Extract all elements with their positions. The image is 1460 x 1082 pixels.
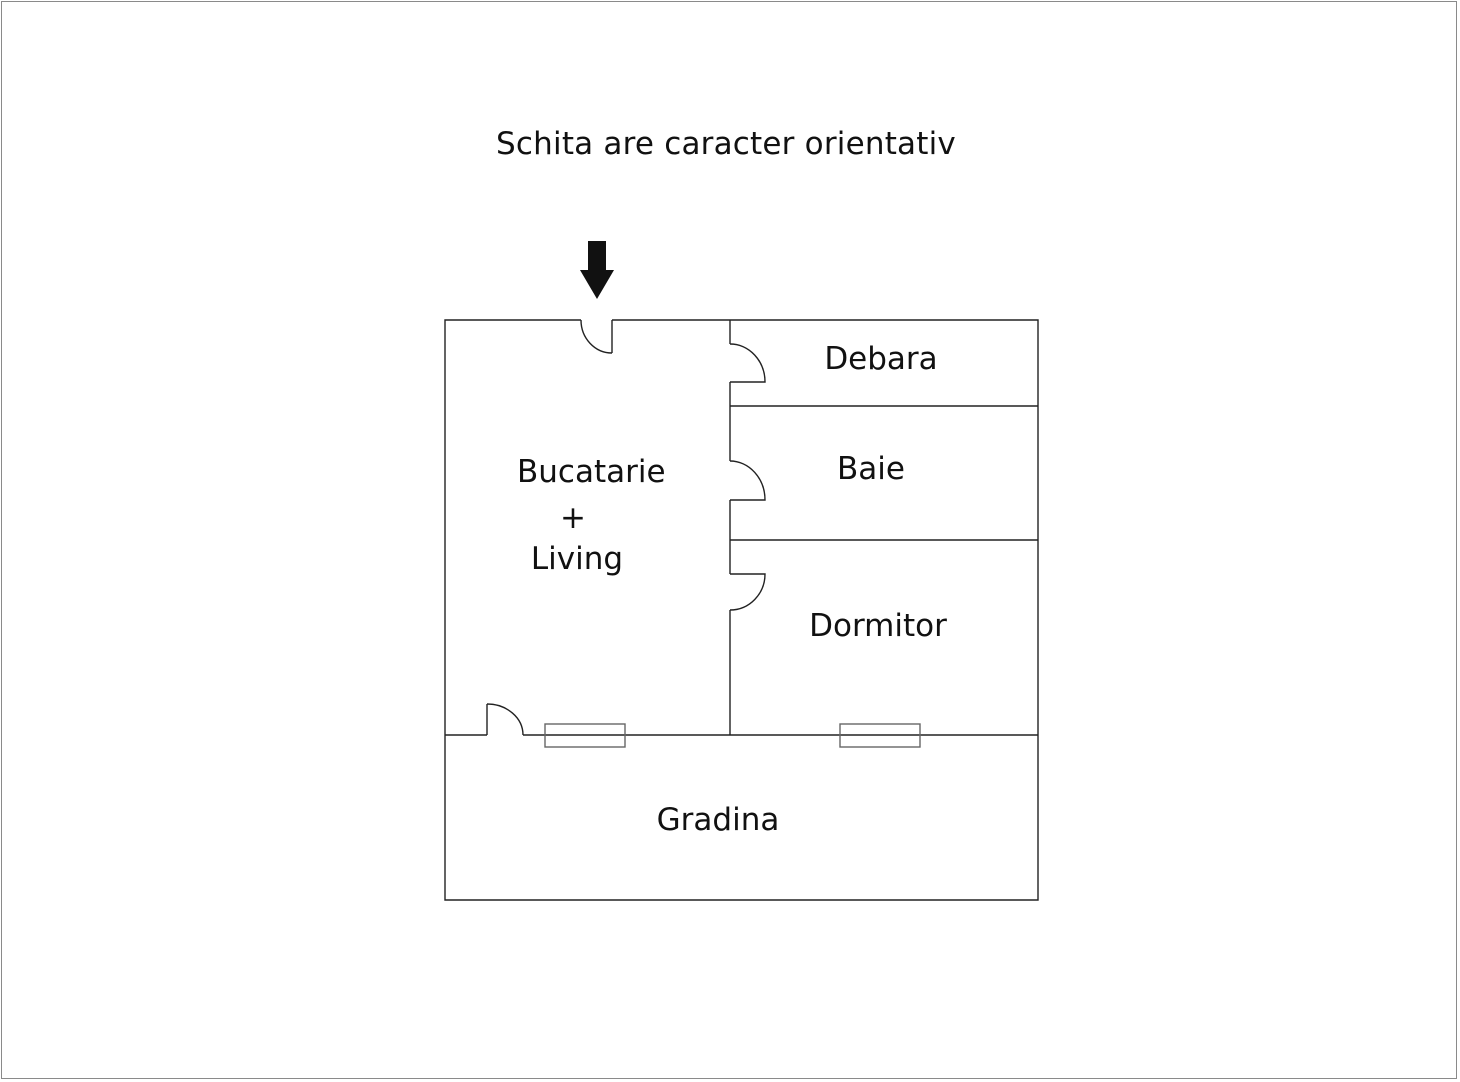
garden-wall (445, 703, 1038, 736)
room-label-baie: Baie (837, 451, 905, 487)
outer-walls (444, 319, 1039, 901)
window-living (544, 723, 626, 748)
room-label-bucatarie: Bucatarie (517, 454, 666, 490)
room-label-dormitor: Dormitor (809, 608, 947, 644)
dormitor-door (729, 573, 766, 611)
room-label-debara: Debara (824, 341, 938, 377)
entrance-door (580, 319, 613, 354)
window-dormitor (839, 723, 921, 748)
plan-title: Schita are caracter orientativ (496, 126, 956, 162)
room-label-plus: + (560, 500, 586, 536)
room-label-living: Living (530, 541, 624, 577)
debara-door (729, 343, 766, 383)
baie-door (729, 460, 766, 501)
garden-door (486, 703, 524, 736)
room-label-gradina: Gradina (656, 802, 780, 838)
entrance-arrow-icon (580, 241, 614, 299)
